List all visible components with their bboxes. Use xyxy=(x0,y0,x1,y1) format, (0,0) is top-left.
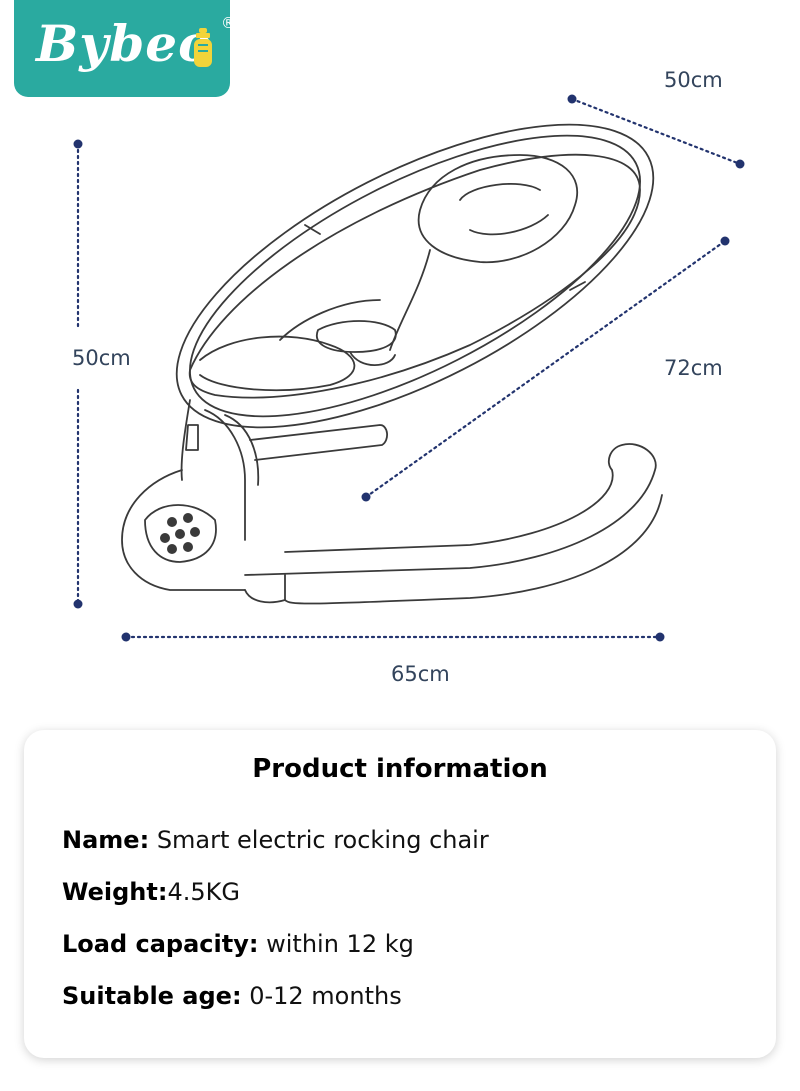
info-value: 0-12 months xyxy=(249,982,402,1010)
info-label: Suitable age: xyxy=(62,982,242,1010)
info-value: Smart electric rocking chair xyxy=(156,826,489,854)
depth-label: 50cm xyxy=(664,68,723,92)
card-title: Product information xyxy=(252,754,548,784)
info-value: within 12 kg xyxy=(266,930,414,958)
bottle-icon xyxy=(194,28,212,67)
info-row-age: Suitable age: 0-12 months xyxy=(62,982,402,1010)
speaker-holes xyxy=(160,513,200,554)
length-label: 72cm xyxy=(664,356,723,380)
chair-illustration xyxy=(73,94,745,642)
info-value: 4.5KG xyxy=(167,878,240,906)
brand-name: Bybeo xyxy=(36,14,213,73)
width-label: 65cm xyxy=(391,662,450,686)
info-row-load: Load capacity: within 12 kg xyxy=(62,930,414,958)
registered-mark: ® xyxy=(221,14,236,32)
depth-dim-line xyxy=(570,97,742,166)
height-label: 50cm xyxy=(72,346,131,370)
brand-logo: Bybeo ® xyxy=(14,0,236,97)
info-row-name: Name: Smart electric rocking chair xyxy=(62,826,489,854)
info-label: Name: xyxy=(62,826,150,854)
length-dim-line xyxy=(364,239,727,499)
info-label: Weight: xyxy=(62,878,168,906)
product-info-card: Product information Name: Smart electric… xyxy=(24,730,776,1058)
info-label: Load capacity: xyxy=(62,930,259,958)
info-row-weight: Weight:4.5KG xyxy=(62,878,240,906)
